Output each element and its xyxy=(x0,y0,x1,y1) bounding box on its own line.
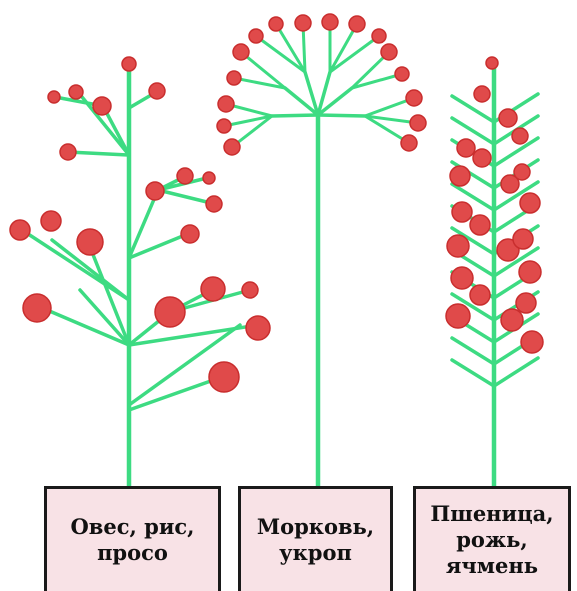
spike-branch xyxy=(452,338,494,364)
flower xyxy=(233,44,249,60)
flower xyxy=(447,235,469,257)
flower xyxy=(501,309,523,331)
umbel-ray xyxy=(318,115,365,116)
flower xyxy=(217,119,231,133)
label-panicle: Овес, рис, просо xyxy=(44,486,221,591)
flower xyxy=(410,115,426,131)
flower xyxy=(60,144,76,160)
flower xyxy=(41,211,61,231)
flower xyxy=(406,90,422,106)
panicle-branch xyxy=(80,290,129,345)
flower xyxy=(246,316,270,340)
flower xyxy=(499,109,517,127)
flower xyxy=(224,139,240,155)
flower xyxy=(513,229,533,249)
flower xyxy=(372,29,386,43)
flower xyxy=(474,86,490,102)
flower xyxy=(381,44,397,60)
flower xyxy=(470,215,490,235)
flower xyxy=(149,83,165,99)
flower xyxy=(452,202,472,222)
flower xyxy=(181,225,199,243)
panicle-branch xyxy=(22,230,129,300)
spike-branch xyxy=(494,358,538,386)
flower xyxy=(242,282,258,298)
flower xyxy=(155,297,185,327)
flower xyxy=(514,164,530,180)
flower xyxy=(322,14,338,30)
panicle-branch xyxy=(68,152,129,155)
flower xyxy=(203,172,215,184)
flowers xyxy=(10,14,543,392)
flower xyxy=(401,135,417,151)
flower xyxy=(218,96,234,112)
flower xyxy=(249,29,263,43)
flower xyxy=(23,294,51,322)
umbel-ray xyxy=(256,36,305,72)
flower xyxy=(451,267,473,289)
flower xyxy=(395,67,409,81)
flower xyxy=(177,168,193,184)
flower xyxy=(519,261,541,283)
flower xyxy=(122,57,136,71)
flower xyxy=(473,149,491,167)
flower xyxy=(450,166,470,186)
flower xyxy=(516,293,536,313)
flower xyxy=(269,17,283,31)
flower xyxy=(206,196,222,212)
flower xyxy=(349,16,365,32)
flower xyxy=(521,331,543,353)
flower xyxy=(10,220,30,240)
flower xyxy=(69,85,83,99)
flower xyxy=(93,97,111,115)
flower xyxy=(295,15,311,31)
flower xyxy=(77,229,103,255)
label-spike: Пшеница, рожь, ячмень xyxy=(413,486,571,591)
spike-branch xyxy=(452,360,494,386)
flower xyxy=(201,277,225,301)
flower xyxy=(209,362,239,392)
spike-branch xyxy=(452,118,494,144)
flower xyxy=(446,304,470,328)
flower xyxy=(470,285,490,305)
umbel-ray xyxy=(272,115,318,116)
flower xyxy=(227,71,241,85)
flower xyxy=(457,139,475,157)
flower xyxy=(486,57,498,69)
flower xyxy=(512,128,528,144)
flower xyxy=(520,193,540,213)
label-umbel: Морковь, укроп xyxy=(238,486,393,591)
flower xyxy=(146,182,164,200)
flower xyxy=(48,91,60,103)
umbel-ray xyxy=(330,36,379,72)
